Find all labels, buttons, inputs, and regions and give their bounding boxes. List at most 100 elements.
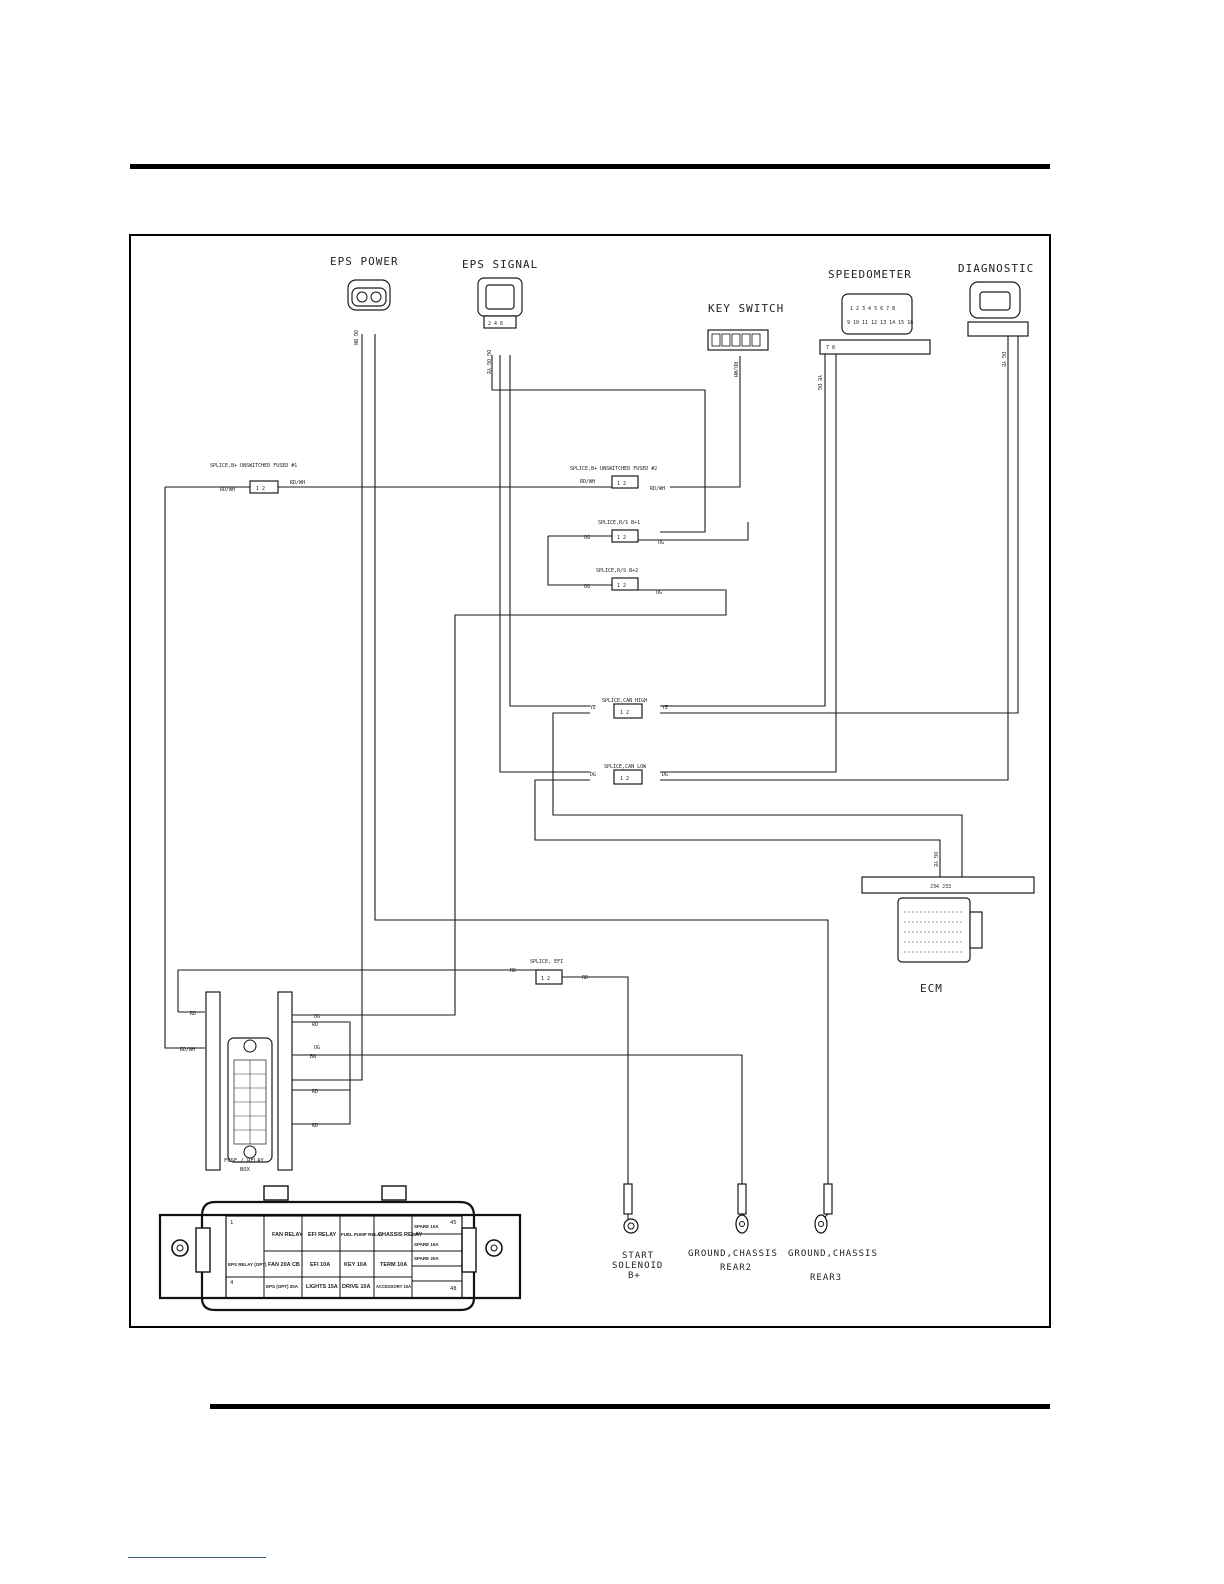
start-solenoid-terminal: START SOLENOID B+ bbox=[612, 1183, 663, 1281]
diagnostic-label: DIAGNOSTIC bbox=[958, 262, 1034, 275]
ecm-wire-labels: DG YE bbox=[932, 852, 938, 867]
fuse-cell-drive-10a: DRIVE 10A bbox=[342, 1284, 370, 1290]
wire-key-switch bbox=[670, 356, 741, 488]
fuse-cell-spare-15a: SPARE 15A bbox=[414, 1242, 439, 1247]
splice-efi-wire-right: RD bbox=[582, 975, 588, 981]
ecm-label: ECM bbox=[920, 982, 943, 995]
splice-efi-wire-left: RD bbox=[510, 968, 516, 974]
splice-unswitched-2-label: SPLICE,B+ UNSWITCHED FUSED #2 bbox=[570, 466, 657, 472]
splice-unswitched-1: SPLICE,B+ UNSWITCHED FUSED #1 1 2 RD/WH … bbox=[210, 463, 305, 494]
fuse-cell-fan-20a-cb: FAN 20A CB bbox=[268, 1262, 300, 1268]
splice-efi-pins: 1 2 bbox=[541, 976, 550, 982]
splice-rs-2-pins: 1 2 bbox=[617, 583, 626, 589]
fuse-box-wire-rd-3: RD bbox=[312, 1123, 318, 1129]
fuse-box-wire-rd-1: RD bbox=[312, 1022, 318, 1028]
wire-can-high-ecm bbox=[552, 712, 963, 877]
fuse-cell-fuel-pump-relay: FUEL PUMP RELAY bbox=[341, 1232, 383, 1237]
wire-speedo-dg bbox=[660, 350, 837, 773]
wire-eps-power-og bbox=[292, 334, 363, 1081]
wire-fuse-og bbox=[292, 1021, 351, 1125]
wire-speedo-ye bbox=[660, 350, 826, 707]
splice-rs-1-pins: 1 2 bbox=[617, 535, 626, 541]
ground-rear3-label-1: GROUND,CHASSIS bbox=[788, 1249, 878, 1259]
splice-can-low: SPLICE,CAN LOW 1 2 DG DG bbox=[590, 764, 668, 785]
splice-unswitched-2-wire-right: RD/WH bbox=[650, 486, 665, 492]
wire-eps-signal-ye bbox=[509, 355, 590, 707]
splice-rs-1-wire-right: OG bbox=[658, 540, 664, 546]
splice-rs-2-wire-left: OG bbox=[584, 584, 590, 590]
splice-unswitched-2: SPLICE,B+ UNSWITCHED FUSED #2 1 2 RD/WH … bbox=[570, 466, 665, 492]
ground-rear2-label-1: GROUND,CHASSIS bbox=[688, 1249, 778, 1259]
fuse-cell-spare-10a: SPARE 10A bbox=[414, 1224, 439, 1229]
ground-rear2-label-2: REAR2 bbox=[720, 1263, 752, 1273]
splice-unswitched-1-pins: 1 2 bbox=[256, 486, 265, 492]
eps-power-label: EPS POWER bbox=[330, 255, 399, 268]
fuse-cell-eps-opt-20a: EPS (OPT) 20A bbox=[266, 1284, 299, 1289]
splice-rs-1-wire-left: OG bbox=[584, 535, 590, 541]
fuse-box-wire-og-1: OG bbox=[314, 1014, 320, 1020]
key-switch-label: KEY SWITCH bbox=[708, 302, 784, 315]
wire-diag-ye bbox=[660, 334, 1019, 714]
fuse-cell-term-10a: TERM 10A bbox=[380, 1262, 407, 1268]
key-switch-connector: KEY SWITCH RD/WH bbox=[707, 302, 784, 377]
splice-can-high-wire-left: YE bbox=[590, 705, 596, 711]
key-switch-wire-label: RD/WH bbox=[732, 362, 738, 377]
start-solenoid-label-1: START bbox=[622, 1251, 654, 1261]
splice-unswitched-1-label: SPLICE,B+ UNSWITCHED FUSED #1 bbox=[210, 463, 297, 469]
splice-efi: SPLICE, EFI 1 2 RD RD bbox=[510, 959, 588, 985]
wire-can-low-ecm bbox=[534, 779, 941, 877]
eps-power-pin-labels: OG BN bbox=[352, 330, 358, 345]
wire-diag-dg bbox=[660, 334, 1009, 781]
speedometer-label: SPEEDOMETER bbox=[828, 268, 912, 281]
splice-rs-1-label: SPLICE,R/S B+1 bbox=[598, 520, 640, 526]
speedometer-connector: SPEEDOMETER 1 2 3 4 5 6 7 8 9 10 11 12 1… bbox=[816, 268, 931, 390]
wire-eps-power-bn bbox=[374, 334, 829, 1213]
fuse-cell-spare-20a: SPARE 20A bbox=[414, 1256, 439, 1261]
fuse-cell-efi-relay: EFI RELAY bbox=[308, 1232, 337, 1238]
fuse-box-corner-4: 4 bbox=[230, 1280, 234, 1286]
wire-rdwh-main bbox=[164, 486, 612, 1049]
splice-unswitched-1-wire-left: RD/WH bbox=[220, 487, 235, 493]
ground-chassis-rear2-terminal: GROUND,CHASSIS REAR2 bbox=[688, 1183, 778, 1273]
splice-can-low-label: SPLICE,CAN LOW bbox=[604, 764, 647, 770]
eps-signal-label: EPS SIGNAL bbox=[462, 258, 538, 271]
fuse-box-drawing: 1 4 45 48 FAN RELAY EFI RELAY FUEL PUMP … bbox=[158, 1185, 522, 1312]
diagnostic-wire-labels: DG YE bbox=[1000, 352, 1006, 367]
fuse-box-wire-bn: BN bbox=[310, 1054, 316, 1060]
speedometer-pins-row2: 9 10 11 12 13 14 15 16 bbox=[847, 320, 913, 326]
splice-rs-1: SPLICE,R/S B+1 1 2 OG OG bbox=[584, 520, 664, 546]
diagnostic-connector: DIAGNOSTIC DG YE bbox=[958, 262, 1034, 367]
fuse-box-corner-1: 1 bbox=[230, 1220, 233, 1226]
eps-power-connector: EPS POWER OG BN bbox=[330, 255, 399, 345]
fuse-cell-chassis-relay: CHASSIS RELAY bbox=[378, 1232, 422, 1238]
splice-rs-2-wire-right: OG bbox=[656, 590, 662, 596]
ground-rear3-label-2: REAR3 bbox=[810, 1273, 842, 1283]
start-solenoid-label-3: B+ bbox=[628, 1271, 641, 1281]
eps-signal-wire-labels: DG OG YE bbox=[485, 350, 491, 374]
fuse-cell-accessory-10a: ACCESSORY 10A bbox=[376, 1284, 411, 1289]
speedometer-wire-labels: YE DG bbox=[816, 375, 822, 390]
fuse-box-wire-rd-2: RD bbox=[312, 1089, 318, 1095]
fuse-box-wire-rd: RD bbox=[190, 1011, 196, 1017]
fuse-cell-eps-relay-opt: EPS RELAY (OPT) bbox=[228, 1262, 267, 1267]
fuse-cell-fan-relay: FAN RELAY bbox=[272, 1232, 303, 1238]
fuse-cell-key-10a: KEY 10A bbox=[344, 1262, 367, 1268]
start-solenoid-label-2: SOLENOID bbox=[612, 1261, 663, 1271]
speedometer-connector-pins: 7 8 bbox=[826, 345, 835, 351]
wire-fuse-bn bbox=[292, 1054, 743, 1213]
wires bbox=[164, 334, 1019, 1213]
splice-unswitched-2-pins: 1 2 bbox=[617, 481, 626, 487]
wire-rs-loop bbox=[547, 535, 612, 586]
splice-efi-label: SPLICE, EFI bbox=[530, 959, 563, 965]
fuse-relay-box-connector: RD RD/WH OG RD OG BN RD RD FUSE / RELAY … bbox=[180, 991, 320, 1173]
splice-can-high-wire-right: YE bbox=[662, 705, 668, 711]
eps-signal-connector: EPS SIGNAL 2 4 6 DG OG YE bbox=[462, 258, 538, 374]
fuse-box-corner-45: 45 bbox=[450, 1220, 457, 1226]
splice-can-high: SPLICE,CAN HIGH 1 2 YE YE bbox=[590, 698, 668, 719]
fuse-box-wire-og-2: OG bbox=[314, 1045, 320, 1051]
bottom-rule bbox=[210, 1404, 1050, 1409]
wire-efi bbox=[177, 969, 629, 1213]
fuse-box-corner-48: 48 bbox=[450, 1286, 457, 1292]
ecm-pin-numbers: J34 J33 bbox=[930, 884, 951, 890]
